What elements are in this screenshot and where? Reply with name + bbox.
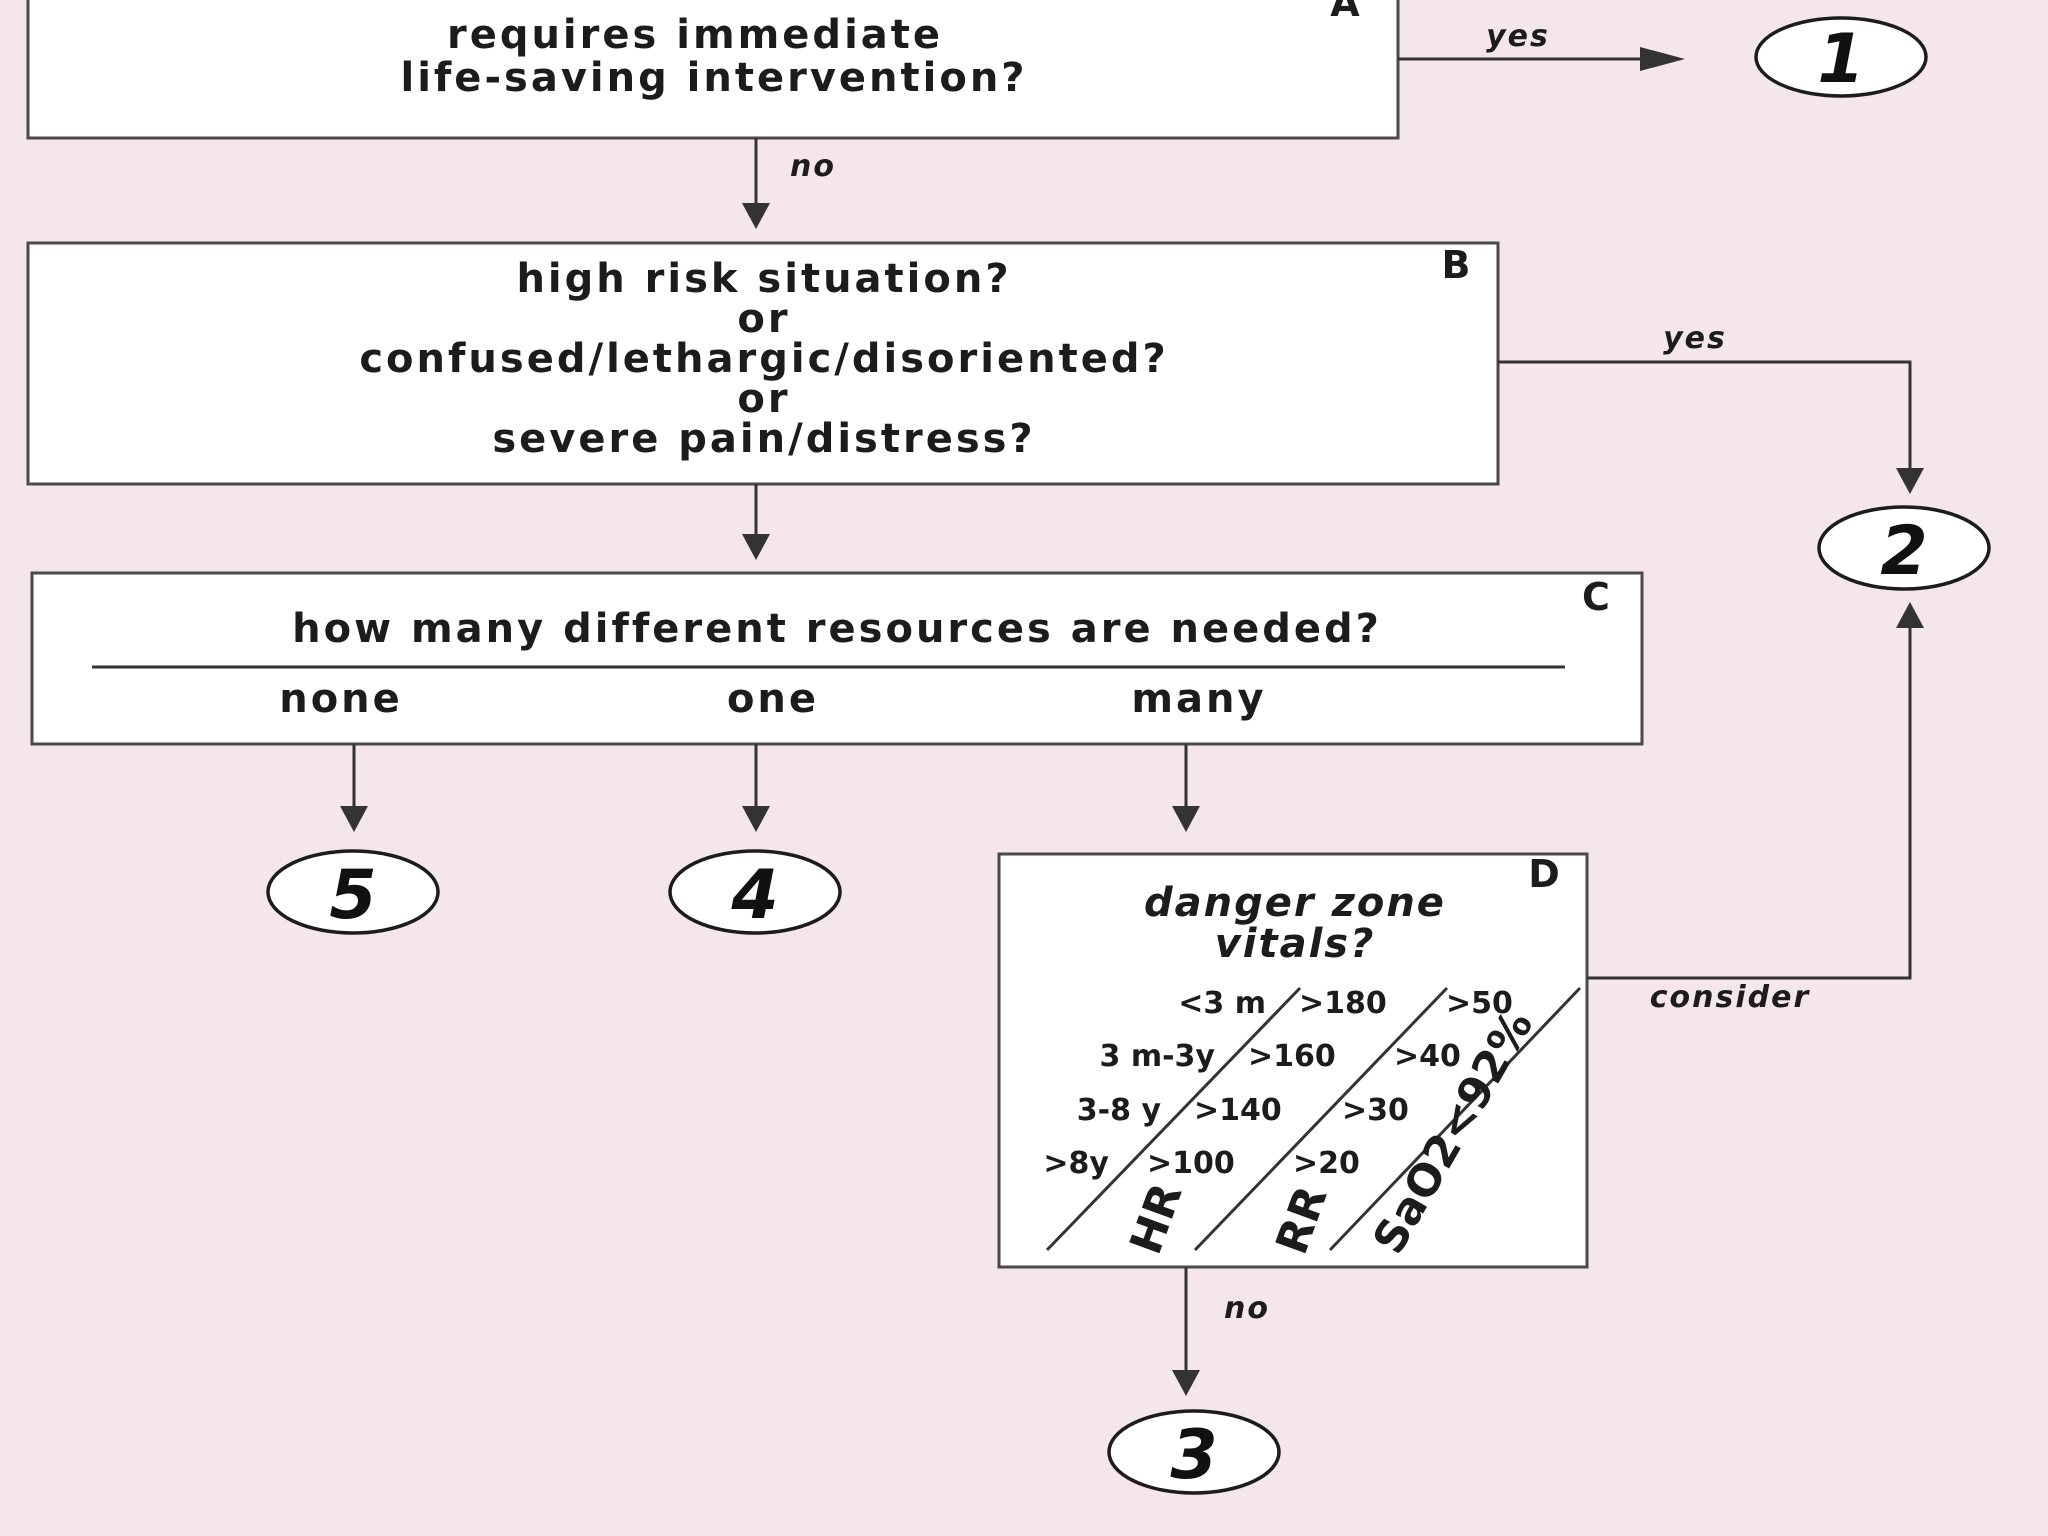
box-c-question: how many different resources are needed?: [292, 606, 1382, 652]
box-d-title-line-1: danger zone: [1144, 880, 1446, 926]
vitals-rr-row-2: >40: [1394, 1039, 1461, 1074]
level-4-number: 4: [730, 856, 778, 935]
arrow-c-many-head: [1172, 806, 1200, 832]
box-c-option-many: many: [1131, 676, 1266, 722]
arrow-b-yes-line: [1498, 360, 1912, 468]
box-d-no-label: no: [1224, 1291, 1270, 1326]
arrow-a-no-head: [742, 203, 770, 229]
arrow-c-one-head: [742, 806, 770, 832]
box-d-consider-label: consider: [1650, 980, 1811, 1015]
box-d-letter: D: [1528, 852, 1560, 896]
box-b-letter: B: [1442, 243, 1471, 287]
level-5-circle: [266, 849, 440, 935]
vitals-age-row-1: <3 m: [1178, 986, 1266, 1021]
box-b-question-line-2: or: [737, 296, 790, 342]
vitals-hr-row-3: >140: [1194, 1093, 1282, 1128]
arrow-b-yes-head: [1896, 468, 1924, 494]
vitals-age-row-3: 3-8 y: [1077, 1093, 1162, 1128]
arrow-a-yes-head: [1640, 47, 1685, 71]
level-1-number: 1: [1817, 20, 1864, 99]
box-d-title-line-2: vitals?: [1215, 921, 1376, 967]
box-a-no-label: no: [790, 149, 836, 184]
vitals-rr-row-3: >30: [1342, 1093, 1409, 1128]
level-1-circle: [1754, 16, 1928, 98]
box-b-question-line-4: or: [737, 376, 790, 422]
box-b-question-line-3: confused/lethargic/disoriented?: [359, 336, 1168, 382]
arrow-c-none-head: [340, 806, 368, 832]
level-2-number: 2: [1880, 512, 1927, 591]
box-a: [26, 0, 1400, 140]
level-4-circle: [668, 849, 842, 935]
vitals-hr-row-4: >100: [1147, 1146, 1235, 1181]
level-2-circle: [1817, 505, 1991, 591]
box-c: [30, 571, 1644, 746]
vitals-rr-row-4: >20: [1293, 1146, 1360, 1181]
vitals-hr-divider: [1045, 986, 1302, 1252]
level-5-number: 5: [329, 856, 376, 935]
vitals-rr-divider: [1193, 986, 1449, 1252]
vitals-rr-row-1: >50: [1446, 986, 1513, 1021]
arrow-d-consider-head: [1896, 602, 1924, 628]
box-c-option-none: none: [279, 676, 403, 722]
vitals-sao2-divider: [1328, 986, 1582, 1252]
vitals-hr-row-2: >160: [1248, 1039, 1336, 1074]
box-b-question-line-5: severe pain/distress?: [492, 416, 1035, 462]
box-c-letter: C: [1582, 575, 1610, 619]
box-c-option-one: one: [727, 676, 819, 722]
level-3-number: 3: [1170, 1416, 1217, 1495]
box-b-yes-label: yes: [1663, 321, 1727, 356]
box-a-letter: A: [1330, 0, 1360, 25]
box-a-question-line-1: requires immediate: [447, 12, 943, 58]
vitals-hr-row-1: >180: [1299, 986, 1387, 1021]
vitals-age-row-2: 3 m-3y: [1100, 1039, 1216, 1074]
box-a-yes-label: yes: [1486, 19, 1550, 54]
level-3-circle: [1107, 1409, 1281, 1495]
arrow-d-consider-line: [1587, 628, 1912, 980]
arrow-d-no-head: [1172, 1370, 1200, 1396]
vitals-age-row-4: >8y: [1043, 1146, 1109, 1181]
arrow-b-c-head: [742, 534, 770, 560]
box-b-question-line-1: high risk situation?: [516, 256, 1011, 302]
box-a-question-line-2: life-saving intervention?: [400, 55, 1027, 101]
